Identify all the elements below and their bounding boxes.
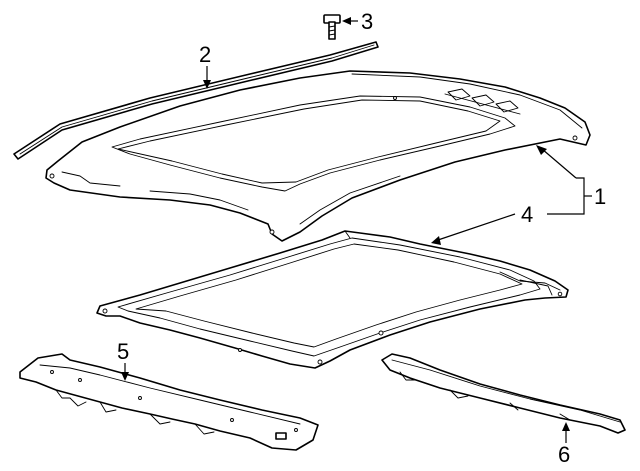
callout-3: 3	[361, 9, 373, 34]
rear-roof-bow	[381, 353, 626, 434]
leader-lines	[121, 17, 592, 443]
callout-2: 2	[199, 42, 211, 67]
callout-1: 1	[594, 184, 606, 209]
roof-panel	[45, 70, 591, 242]
roof-molding-strip	[13, 41, 379, 160]
callout-6: 6	[558, 442, 570, 467]
callout-5: 5	[117, 339, 129, 364]
roof-bolt	[323, 14, 341, 40]
front-roof-header	[19, 353, 319, 451]
sunroof-frame	[96, 230, 569, 369]
callout-4: 4	[521, 202, 533, 227]
